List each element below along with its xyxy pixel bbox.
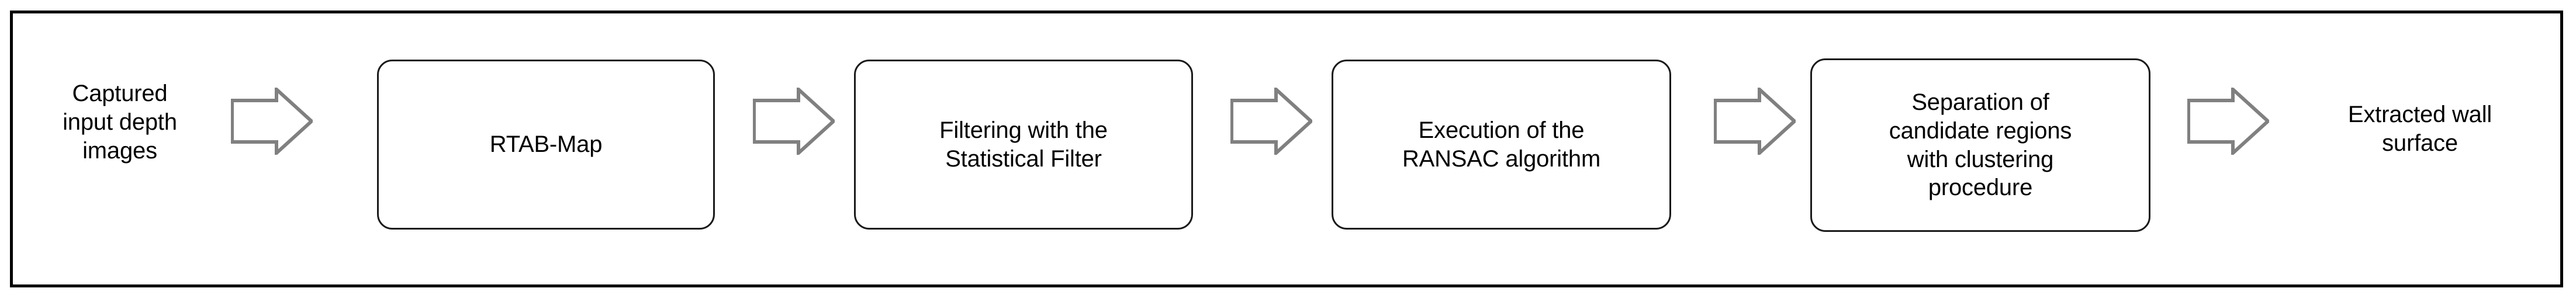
process-box-ransac[interactable]: Execution of the RANSAC algorithm bbox=[1332, 60, 1671, 230]
diagram-outer-frame bbox=[10, 11, 2563, 287]
process-box-statistical-filter[interactable]: Filtering with the Statistical Filter bbox=[854, 60, 1193, 230]
arrow-right-icon-2 bbox=[753, 88, 835, 155]
process-box-rtab-map[interactable]: RTAB-Map bbox=[377, 60, 715, 230]
arrow-right-icon-5 bbox=[2187, 88, 2269, 155]
arrow-right-icon-1 bbox=[231, 88, 313, 155]
output-label: Extracted wall surface bbox=[2347, 102, 2492, 156]
input-label: Captured input depth images bbox=[63, 81, 177, 164]
arrow-right-icon-3 bbox=[1230, 88, 1312, 155]
process-box-clustering[interactable]: Separation of candidate regions with clu… bbox=[1810, 58, 2150, 232]
arrow-right-icon-4 bbox=[1714, 88, 1796, 155]
